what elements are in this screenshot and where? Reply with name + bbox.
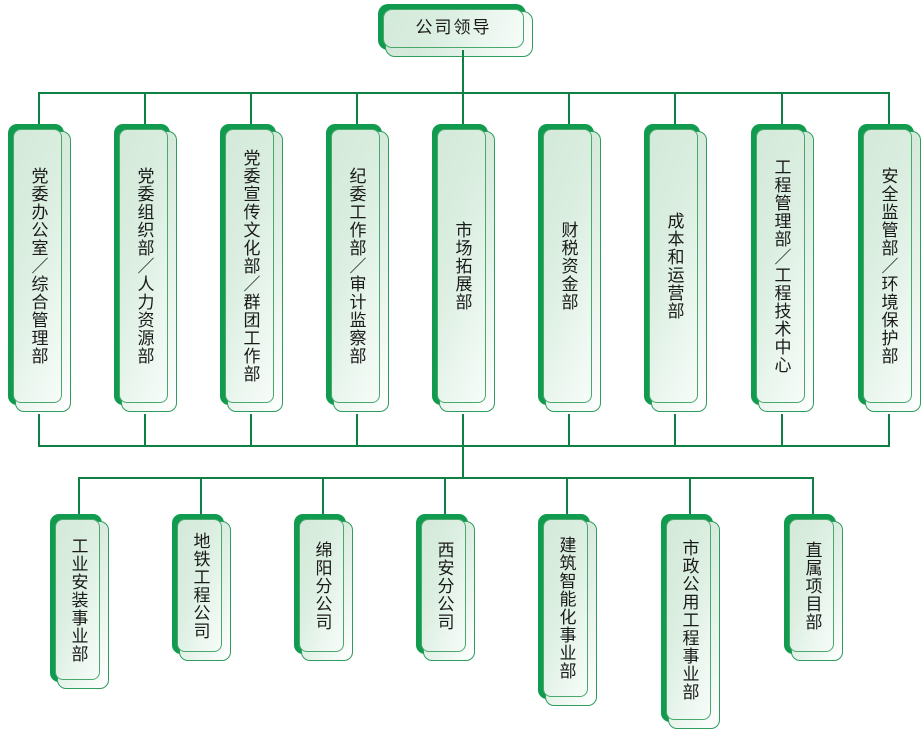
connector-level2-lower-bus (38, 445, 890, 447)
org-node-l2-7[interactable]: 成本和运营部 (644, 124, 707, 412)
connector-drop-l2-2 (144, 92, 146, 125)
connector-drop-l2-9 (888, 92, 890, 125)
connector-riser-l2-9 (888, 414, 890, 446)
org-node-l2-1[interactable]: 党委办公室／综合管理部 (8, 124, 71, 412)
connector-drop-l2-5 (462, 92, 464, 125)
node-body: 纪委工作部／审计监察部 (331, 129, 380, 403)
org-node-label: 成本和运营部 (663, 212, 684, 320)
connector-riser-l2-7 (674, 414, 676, 446)
org-node-label: 绵阳分公司 (311, 540, 332, 631)
connector-drop-l3-2 (200, 477, 202, 515)
connector-drop-l3-3 (322, 477, 324, 515)
node-body: 市场拓展部 (437, 129, 486, 403)
connector-drop-l2-1 (38, 92, 40, 125)
org-node-l3-1[interactable]: 工业安装事业部 (50, 514, 109, 689)
node-body: 公司领导 (383, 9, 524, 48)
node-body: 财税资金部 (543, 129, 592, 403)
connector-drop-l3-5 (566, 477, 568, 515)
connector-drop-l2-7 (674, 92, 676, 125)
org-node-l3-6[interactable]: 市政公用工程事业部 (661, 514, 720, 729)
connector-drop-l3-1 (78, 477, 80, 515)
node-body: 西安分公司 (421, 519, 466, 652)
node-body: 党委宣传文化部／群团工作部 (225, 129, 274, 403)
org-node-root[interactable]: 公司领导 (378, 4, 533, 57)
org-node-label: 工程管理部／工程技术中心 (770, 158, 791, 374)
node-body: 建筑智能化事业部 (543, 519, 588, 697)
connector-drop-l2-3 (250, 92, 252, 125)
connector-riser-l2-5 (462, 414, 464, 446)
connector-riser-l2-4 (356, 414, 358, 446)
org-node-label: 直属项目部 (801, 540, 822, 631)
org-node-label: 党委办公室／综合管理部 (27, 167, 48, 365)
connector-drop-l2-4 (356, 92, 358, 125)
node-body: 成本和运营部 (649, 129, 698, 403)
connector-drop-l3-7 (812, 477, 814, 515)
org-node-label: 公司领导 (415, 18, 492, 39)
node-body: 党委办公室／综合管理部 (13, 129, 62, 403)
org-node-label: 安全监管部／环境保护部 (877, 167, 898, 365)
node-body: 直属项目部 (789, 519, 834, 652)
connector-riser-l2-6 (568, 414, 570, 446)
node-body: 地铁工程公司 (177, 519, 222, 652)
node-body: 绵阳分公司 (299, 519, 344, 652)
org-node-l3-4[interactable]: 西安分公司 (416, 514, 475, 661)
org-node-l3-2[interactable]: 地铁工程公司 (172, 514, 231, 661)
connector-riser-l2-2 (144, 414, 146, 446)
org-node-label: 西安分公司 (433, 540, 454, 631)
org-node-l3-3[interactable]: 绵阳分公司 (294, 514, 353, 661)
org-node-label: 市场拓展部 (451, 221, 472, 311)
org-node-l2-6[interactable]: 财税资金部 (538, 124, 601, 412)
org-node-label: 地铁工程公司 (189, 531, 210, 640)
connector-level2-bus (38, 92, 890, 94)
connector-riser-l2-8 (781, 414, 783, 446)
org-node-label: 党委组织部／人力资源部 (133, 167, 154, 365)
org-node-l2-9[interactable]: 安全监管部／环境保护部 (858, 124, 921, 412)
node-body: 安全监管部／环境保护部 (863, 129, 912, 403)
org-node-l2-5[interactable]: 市场拓展部 (432, 124, 495, 412)
org-node-l3-7[interactable]: 直属项目部 (784, 514, 843, 661)
org-node-l2-2[interactable]: 党委组织部／人力资源部 (114, 124, 177, 412)
org-node-label: 财税资金部 (557, 221, 578, 311)
org-node-label: 纪委工作部／审计监察部 (345, 167, 366, 365)
org-node-l2-3[interactable]: 党委宣传文化部／群团工作部 (220, 124, 283, 412)
node-body: 党委组织部／人力资源部 (119, 129, 168, 403)
node-body: 市政公用工程事业部 (666, 519, 711, 720)
org-node-label: 党委宣传文化部／群团工作部 (239, 149, 260, 383)
org-node-l2-8[interactable]: 工程管理部／工程技术中心 (751, 124, 814, 412)
org-node-label: 建筑智能化事业部 (555, 536, 576, 680)
connector-drop-l3-6 (689, 477, 691, 515)
node-body: 工业安装事业部 (55, 519, 100, 680)
connector-drop-l3-4 (444, 477, 446, 515)
connector-drop-l2-8 (781, 92, 783, 125)
org-node-label: 工业安装事业部 (67, 536, 88, 663)
node-body: 工程管理部／工程技术中心 (756, 129, 805, 403)
org-node-l2-4[interactable]: 纪委工作部／审计监察部 (326, 124, 389, 412)
connector-drop-l2-6 (568, 92, 570, 125)
connector-bridge-l2-l3 (462, 445, 464, 478)
org-node-l3-5[interactable]: 建筑智能化事业部 (538, 514, 597, 706)
connector-riser-l2-3 (250, 414, 252, 446)
connector-root-stem (462, 50, 464, 93)
org-node-label: 市政公用工程事业部 (678, 538, 699, 701)
connector-riser-l2-1 (38, 414, 40, 446)
